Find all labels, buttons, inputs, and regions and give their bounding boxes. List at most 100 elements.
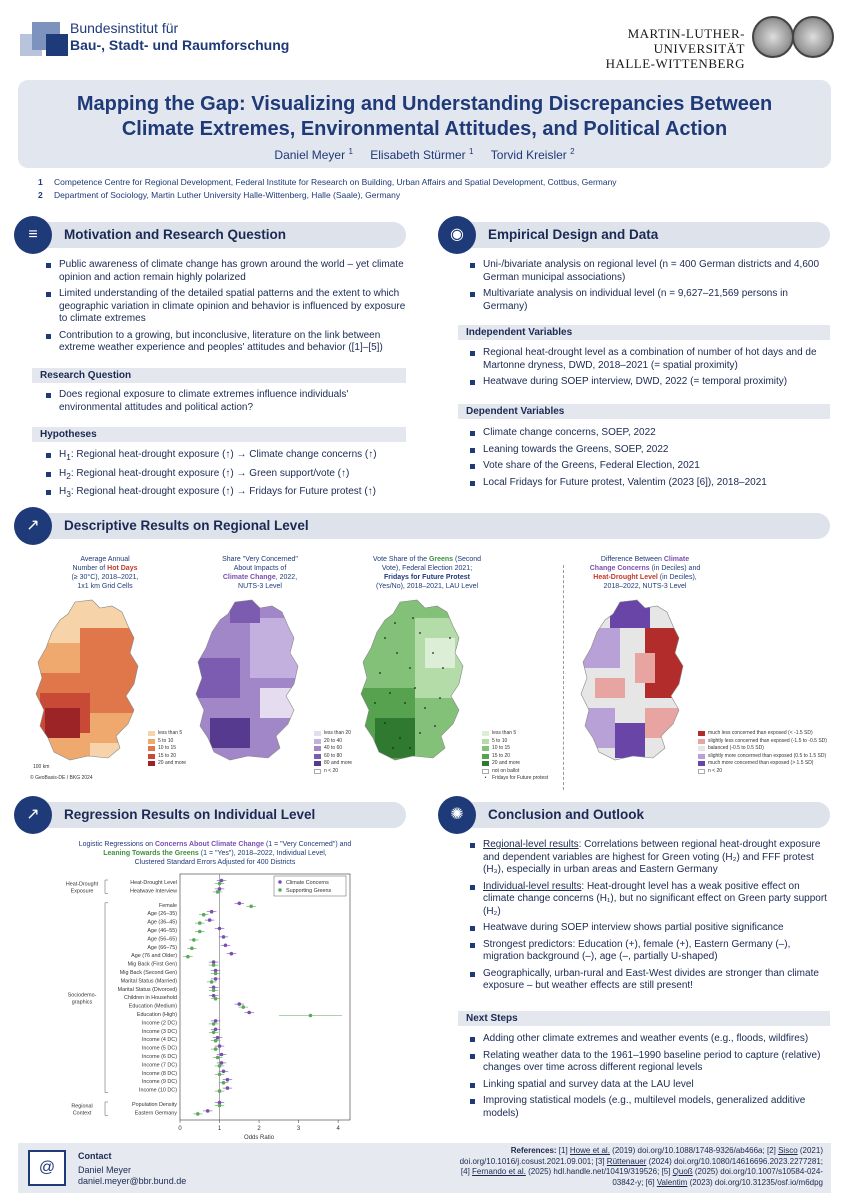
category-label: Age (66–75) — [147, 945, 177, 951]
data-point — [223, 943, 228, 948]
database-icon: ◉ — [438, 216, 476, 254]
group-label: Exposure — [71, 889, 94, 895]
data-point — [225, 1077, 230, 1082]
data-point — [195, 1112, 200, 1116]
category-label: Income (5 DC) — [142, 1046, 177, 1052]
data-point — [211, 963, 216, 967]
institute-name: Bundesinstitut für Bau-, Stadt- und Raum… — [70, 20, 289, 54]
dv-list: Climate change concerns, SOEP, 2022 Lean… — [466, 427, 831, 493]
section-title: Motivation and Research Question — [64, 227, 287, 242]
legend-label: Supporting Greens — [286, 888, 332, 894]
dv-heading: Dependent Variables — [458, 404, 830, 419]
data-point — [213, 977, 218, 981]
section-regression-header: ↗ Regression Results on Individual Level — [14, 796, 406, 834]
author: Daniel Meyer 1 — [274, 147, 353, 162]
data-point — [211, 988, 216, 993]
data-point — [308, 1013, 313, 1018]
list-item: Climate change concerns, SOEP, 2022 — [466, 427, 831, 440]
data-point — [215, 890, 220, 894]
author: Elisabeth Stürmer 1 — [370, 147, 474, 162]
section-design-header: ◉ Empirical Design and Data — [438, 216, 830, 254]
data-point — [201, 912, 206, 917]
list-item: Heatwave during SOEP interview shows par… — [466, 922, 831, 935]
motivation-list: Public awareness of climate change has g… — [42, 259, 407, 359]
data-point — [213, 996, 218, 1001]
data-point — [217, 1089, 222, 1093]
contact-name: Daniel Meyer — [78, 1165, 132, 1175]
hypotheses-heading: Hypotheses — [32, 427, 406, 442]
title-line1: Mapping the Gap: Visualizing and Underst… — [76, 93, 773, 115]
map-credit: © GeoBasis-DE / BKG 2024 — [30, 775, 93, 781]
data-point — [213, 1047, 218, 1051]
research-question-list: Does regional exposure to climate extrem… — [42, 389, 407, 418]
category-label: Age (26–35) — [147, 911, 177, 917]
data-point — [229, 951, 234, 956]
data-point — [211, 985, 216, 990]
map-green-vote — [360, 599, 464, 761]
category-label: Age (36–45) — [147, 920, 177, 926]
group-label: Heat-Drought — [66, 882, 99, 888]
data-point — [217, 1103, 222, 1108]
chart-line-icon: ↗ — [14, 507, 52, 545]
group-label: graphics — [72, 1000, 93, 1006]
map-divider — [563, 565, 564, 790]
map4-legend: much less concerned than exposed (< -1.5… — [698, 730, 827, 775]
data-point — [249, 904, 253, 909]
hypotheses-list: H1: Regional heat-drought exposure (↑) →… — [42, 449, 412, 505]
data-point — [211, 993, 216, 998]
x-tick-label: 1 — [218, 1126, 222, 1132]
list-item: Uni-/bivariate analysis on regional leve… — [466, 259, 831, 284]
category-label: Age (46–55) — [147, 928, 177, 934]
data-point — [213, 1038, 218, 1043]
category-label: Education (High) — [137, 1012, 177, 1018]
university-line2: HALLE-WITTENBERG — [605, 56, 745, 71]
map-difference — [580, 599, 684, 761]
category-label: Education (Medium) — [129, 1004, 177, 1010]
category-label: Marital Status (Married) — [121, 978, 178, 984]
data-point — [221, 935, 226, 939]
list-item: Public awareness of climate change has g… — [42, 259, 407, 284]
bbsr-logo — [20, 22, 72, 58]
contact-heading: Contact — [78, 1151, 112, 1161]
iv-list: Regional heat-drought level as a combina… — [466, 347, 831, 393]
data-point — [209, 980, 214, 984]
plot-frame — [179, 873, 351, 1121]
category-label: Age (56–65) — [147, 936, 177, 942]
map4-caption: Difference Between Climate Change Concer… — [589, 556, 701, 590]
data-point — [217, 926, 222, 931]
category-label: Age (76 and Older) — [131, 953, 177, 959]
section-descriptive-header: ↗ Descriptive Results on Regional Level — [14, 507, 830, 545]
category-label: Income (9 DC) — [142, 1079, 177, 1085]
category-label: Income (10 DC) — [139, 1088, 177, 1094]
map1-caption: Average Annual Number of Hot Days (≥ 30°… — [71, 556, 139, 590]
data-point — [186, 954, 190, 959]
contact-email[interactable]: daniel.meyer@bbr.bund.de — [78, 1176, 187, 1186]
map-climate-concern — [195, 599, 299, 761]
list-item: Linking spatial and survey data at the L… — [466, 1079, 831, 1092]
group-label: Context — [73, 1111, 92, 1117]
data-point — [221, 1069, 226, 1074]
legend-marker — [278, 888, 282, 892]
list-item: Leaning towards the Greens, SOEP, 2022 — [466, 444, 831, 457]
x-tick-label: 0 — [178, 1126, 182, 1132]
section-title: Regression Results on Individual Level — [64, 807, 316, 822]
contact-box: @ Contact Daniel Meyer daniel.meyer@bbr.… — [18, 1143, 418, 1193]
category-label: Income (4 DC) — [142, 1037, 177, 1043]
data-point — [237, 901, 242, 906]
list-item: Individual-level results: Heat-drought l… — [466, 881, 831, 919]
list-item: Relating weather data to the 1961–1990 b… — [466, 1050, 831, 1075]
group-label: Sociodemo- — [68, 993, 97, 999]
category-label: Children in Household — [124, 995, 177, 1001]
x-tick-label: 3 — [297, 1126, 301, 1132]
data-point — [213, 1027, 218, 1032]
data-point — [197, 921, 202, 925]
list-item: Limited understanding of the detailed sp… — [42, 288, 407, 326]
map2-legend: less than 20 20 to 40 40 to 60 60 to 80 … — [314, 730, 352, 775]
section-motivation-header: ≡ Motivation and Research Question — [14, 216, 406, 254]
list-item: Strongest predictors: Education (+), fem… — [466, 939, 831, 964]
data-point — [241, 1005, 246, 1009]
list-item: Does regional exposure to climate extrem… — [42, 389, 407, 414]
